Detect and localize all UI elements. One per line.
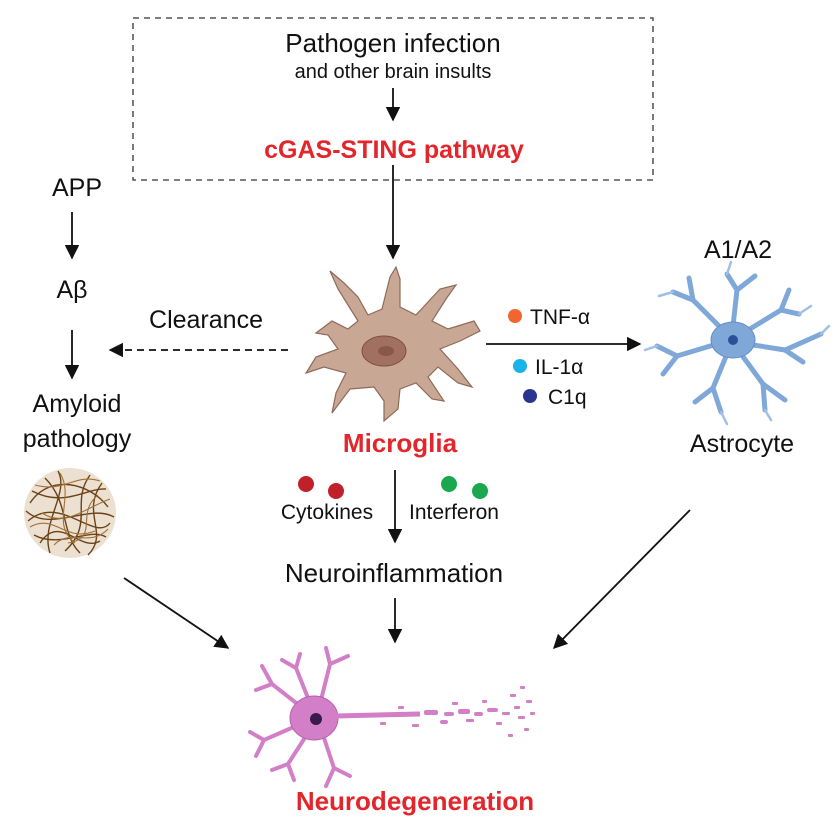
pathogen-line1: Pathogen infection xyxy=(285,28,500,58)
abeta-label: Aβ xyxy=(56,276,87,304)
il1-label: IL-1α xyxy=(535,356,583,379)
c1q-dot xyxy=(523,389,537,403)
tnf-dot xyxy=(508,309,522,323)
amyloid-plaque-icon xyxy=(24,468,116,558)
arrow-amyloid-to-neurodegeneration xyxy=(123,577,230,649)
clearance-label: Clearance xyxy=(149,306,263,334)
neurodegeneration-label: Neurodegeneration xyxy=(296,786,534,816)
microglia-cell-icon xyxy=(304,265,481,423)
amyloid-line2: pathology xyxy=(23,425,132,453)
cytokines-label: Cytokines xyxy=(281,501,373,524)
interferon-label: Interferon xyxy=(409,501,499,524)
cytokine-dot-1 xyxy=(298,476,314,492)
interferon-dot-2 xyxy=(472,483,488,499)
amyloid-line1: Amyloid xyxy=(33,390,122,418)
a1a2-label: A1/A2 xyxy=(704,236,772,264)
cytokine-dot-2 xyxy=(328,483,344,499)
il1-dot xyxy=(513,359,527,373)
astrocyte-label: Astrocyte xyxy=(690,430,794,458)
neuron-cell-icon xyxy=(248,646,535,788)
tnf-label: TNF-α xyxy=(530,306,590,329)
microglia-label: Microglia xyxy=(343,428,458,458)
app-label: APP xyxy=(52,174,102,202)
neuroinflammation-label: Neuroinflammation xyxy=(285,558,503,588)
pathogen-line2: and other brain insults xyxy=(295,61,492,83)
cgas-sting-label: cGAS-STING pathway xyxy=(264,136,524,164)
astrocyte-cell-icon xyxy=(643,260,831,426)
c1q-label: C1q xyxy=(548,386,587,409)
interferon-dot-1 xyxy=(441,476,457,492)
arrow-astrocyte-to-neurodegeneration xyxy=(552,509,691,650)
